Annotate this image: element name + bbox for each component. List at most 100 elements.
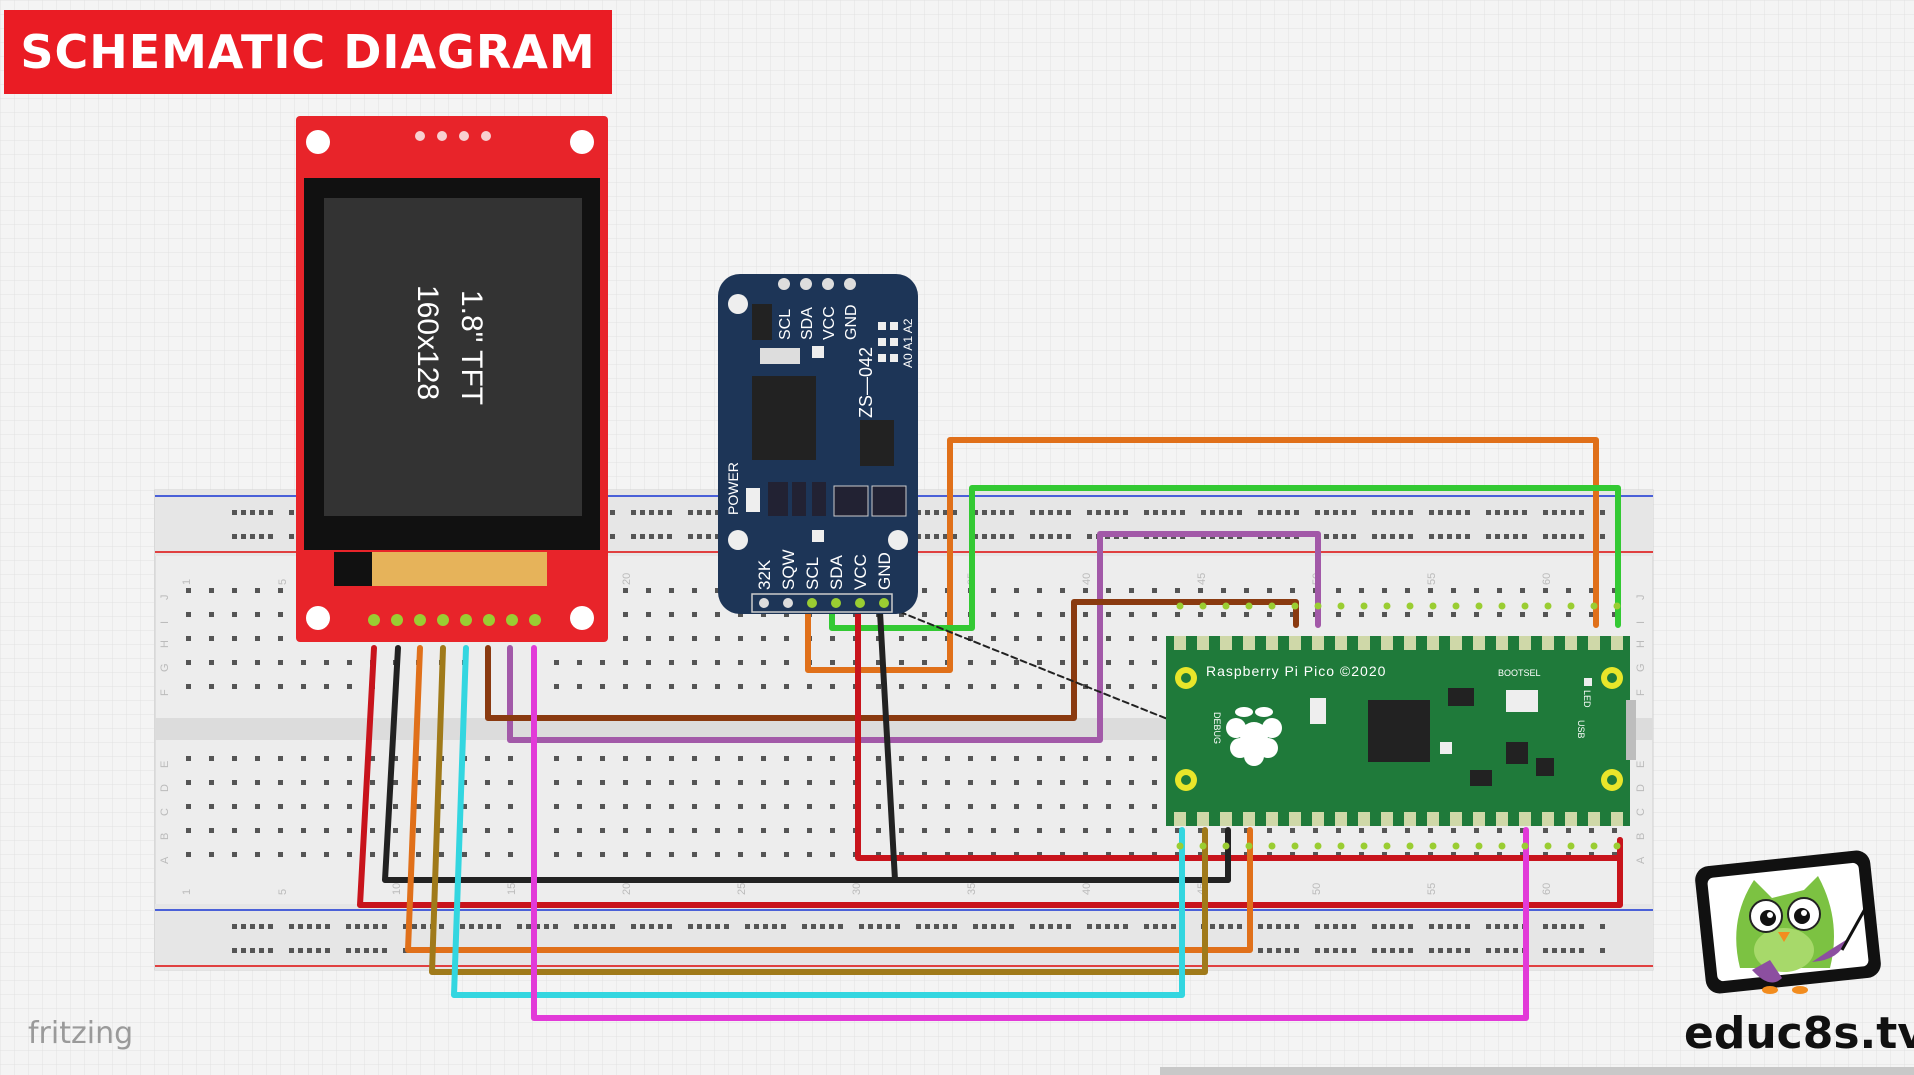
row-letter: I (1635, 621, 1647, 624)
breadboard-hole (784, 612, 789, 617)
wire-orange-tft-pico[interactable] (405, 645, 1253, 953)
breadboard-hole (715, 684, 720, 689)
breadboard-hole (968, 852, 973, 857)
breadboard-hole (876, 684, 881, 689)
breadboard-hole (1114, 510, 1119, 515)
breadboard-hole (592, 924, 597, 929)
breadboard-hole (1351, 510, 1356, 515)
pico-pin-hole (1314, 842, 1322, 850)
breadboard-hole (1014, 684, 1019, 689)
row-letter: A (159, 856, 171, 864)
breadboard-hole (508, 852, 513, 857)
breadboard-hole (601, 924, 606, 929)
breadboard-hole (1057, 534, 1062, 539)
pico-pin-hole (1498, 842, 1506, 850)
breadboard-hole (1106, 804, 1111, 809)
breadboard-hole (301, 780, 306, 785)
breadboard-hole (1359, 588, 1364, 593)
pico-pin-hole (1268, 602, 1276, 610)
wire-red-tft-vcc[interactable] (357, 645, 1623, 908)
breadboard-hole (232, 924, 237, 929)
pico-bootsel-button[interactable] (1506, 690, 1538, 712)
breadboard-hole (393, 804, 398, 809)
breadboard-hole (255, 660, 260, 665)
breadboard-hole (1399, 510, 1404, 515)
breadboard-hole (692, 636, 697, 641)
breadboard-hole (763, 924, 768, 929)
breadboard-hole (669, 852, 674, 857)
breadboard-hole (715, 534, 720, 539)
pico-pin-hole (1383, 842, 1391, 850)
breadboard-hole (1382, 828, 1387, 833)
breadboard-hole (631, 534, 636, 539)
breadboard-hole (1037, 828, 1042, 833)
breadboard-hole (899, 828, 904, 833)
breadboard-hole (209, 636, 214, 641)
breadboard-hole (1520, 828, 1525, 833)
breadboard-hole (745, 924, 750, 929)
breadboard-hole (393, 780, 398, 785)
breadboard-hole (554, 660, 559, 665)
breadboard-hole (600, 684, 605, 689)
breadboard-hole (692, 804, 697, 809)
breadboard-hole (1114, 924, 1119, 929)
breadboard-hole (1497, 612, 1502, 617)
wire-orange-rtc-pico[interactable] (805, 437, 1599, 673)
pico-pin (1565, 812, 1577, 826)
breadboard-hole (715, 588, 720, 593)
breadboard-hole (784, 852, 789, 857)
pico-pin (1335, 636, 1347, 650)
breadboard-hole (1336, 612, 1341, 617)
breadboard-hole (1152, 612, 1157, 617)
col-number: 15 (506, 883, 518, 895)
breadboard-hole (1405, 612, 1410, 617)
breadboard-hole (973, 924, 978, 929)
wire-green-rtc-pico[interactable] (829, 485, 1621, 631)
breadboard-hole (1390, 924, 1395, 929)
rtc-pin-sda-bottom: SDA (827, 554, 846, 590)
pico-pin (1404, 636, 1416, 650)
breadboard-hole (761, 804, 766, 809)
breadboard-hole (232, 684, 237, 689)
breadboard-hole (697, 510, 702, 515)
tft-top-pin (437, 131, 447, 141)
breadboard-hole (370, 756, 375, 761)
breadboard-hole (209, 756, 214, 761)
breadboard-hole (1313, 852, 1318, 857)
breadboard-hole (186, 612, 191, 617)
breadboard-hole (259, 948, 264, 953)
breadboard-hole (553, 924, 558, 929)
breadboard-hole (952, 924, 957, 929)
breadboard-hole (688, 534, 693, 539)
wire-magenta-tft-pico[interactable] (531, 645, 1529, 1021)
breadboard-hole (485, 756, 490, 761)
pico-pin-hole (1222, 602, 1230, 610)
breadboard-hole (859, 924, 864, 929)
pico-usb-label: USB (1576, 720, 1586, 739)
wire-cyan-tft-pico[interactable] (451, 645, 1185, 998)
breadboard-hole (232, 588, 237, 593)
breadboard-hole (646, 828, 651, 833)
breadboard-hole (646, 660, 651, 665)
breadboard-hole (324, 852, 329, 857)
breadboard-hole (1258, 510, 1263, 515)
breadboard-hole (1228, 924, 1233, 929)
breadboard-hole (232, 828, 237, 833)
pico-pin (1174, 812, 1186, 826)
breadboard-hole (1219, 924, 1224, 929)
pico-component (1536, 758, 1554, 776)
wire-black-tft-gnd[interactable] (382, 645, 1231, 883)
breadboard-hole (1315, 510, 1320, 515)
breadboard-hole (1129, 852, 1134, 857)
breadboard-hole (526, 924, 531, 929)
breadboard-hole (1106, 588, 1111, 593)
wire-purple-tft-pico[interactable] (507, 531, 1321, 743)
breadboard-hole (393, 828, 398, 833)
wire-olive-tft-pico[interactable] (429, 645, 1208, 975)
breadboard-hole (1513, 510, 1518, 515)
breadboard-hole (1290, 612, 1295, 617)
breadboard-hole (259, 924, 264, 929)
pico-pin (1588, 812, 1600, 826)
pico-pin-hole (1337, 842, 1345, 850)
tft-label-size: 1.8" TFT (455, 290, 488, 405)
